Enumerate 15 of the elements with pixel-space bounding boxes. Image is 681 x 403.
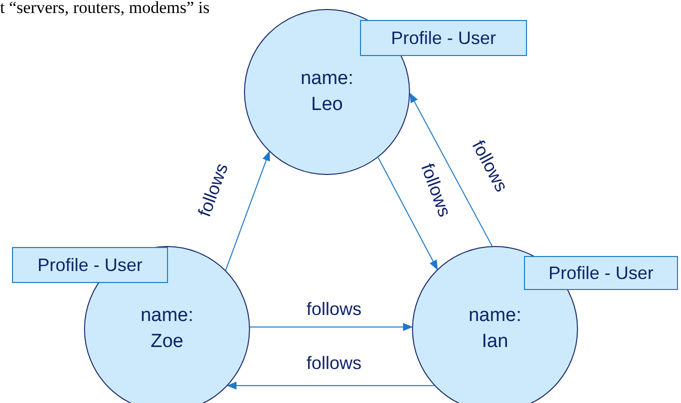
arrow <box>409 92 493 247</box>
node-label: name: Zoe <box>140 304 194 354</box>
label-box <box>360 20 527 56</box>
box-label: Profile - User <box>548 262 654 284</box>
box-label: Profile - User <box>390 26 496 50</box>
arrow <box>249 322 414 331</box>
arrow <box>378 156 438 270</box>
node-label: name: Leo <box>300 67 354 117</box>
text-fragment: t “servers, routers, modems” is <box>0 0 210 18</box>
label-box <box>12 247 168 283</box>
arrow <box>226 382 435 390</box>
arrow <box>225 150 270 271</box>
label-box <box>524 256 678 290</box>
node-label: name: Ian <box>468 304 522 354</box>
box-label: Profile - User <box>37 254 143 276</box>
